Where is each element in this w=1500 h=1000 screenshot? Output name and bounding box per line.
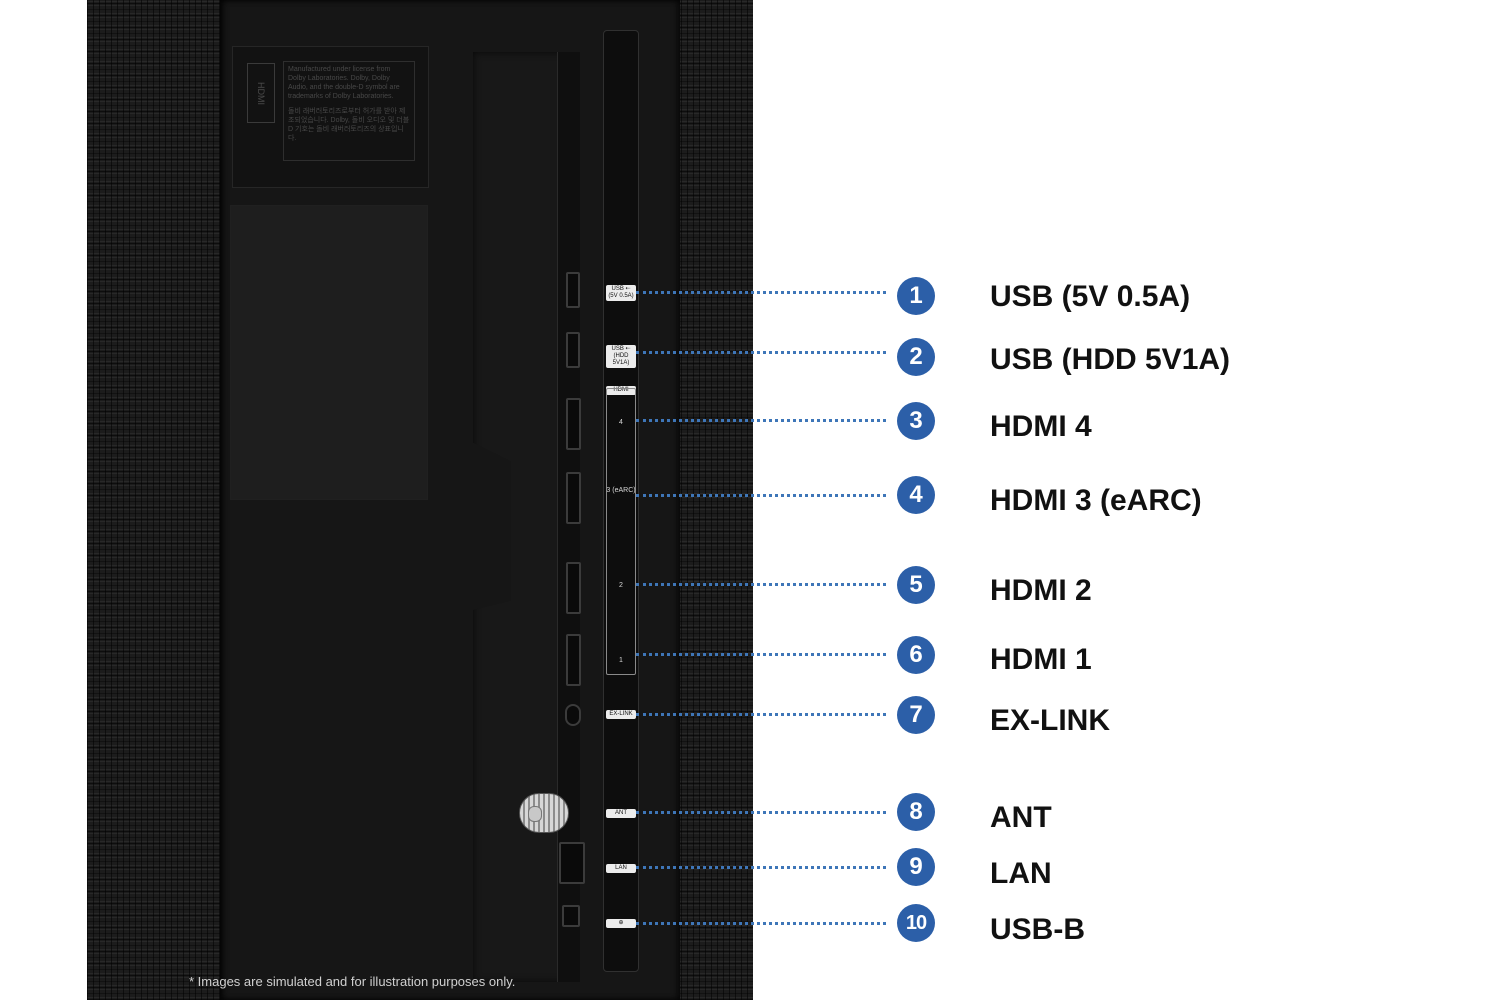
callout-badge-4: 4 [897,476,935,514]
hdmi-group-outline [606,388,636,675]
leader-line-9 [636,866,886,869]
strip-label-exlink: EX-LINK [606,710,636,719]
strip-num-hdmi-3: 3 (eARC) [606,487,636,494]
callout-badge-8: 8 [897,793,935,831]
hdmi-port-1[interactable] [566,634,581,686]
strip-label-hdmi: HDMI [606,386,636,395]
strip-num-hdmi-1: 1 [619,657,623,664]
usb-port-1[interactable] [566,272,580,308]
callout-label-usb-5v: USB (5V 0.5A) [990,280,1191,313]
license-text-english: Manufactured under license from Dolby La… [288,66,400,100]
leader-line-2 [636,351,886,354]
callout-badge-7: 7 [897,696,935,734]
callout-label-hdmi-2: HDMI 2 [990,574,1092,607]
leader-line-3 [636,419,886,422]
port-label-strip: USB ⇠ (5V 0.5A) USB ⇠ (HDD 5V1A) HDMI 4 … [603,30,639,972]
tv-rear-panel: HDMI Manufactured under license from Dol… [87,0,753,1000]
strip-label-usb-b: ⊕ [606,919,636,928]
leader-line-8 [636,811,886,814]
callout-label-hdmi-3: HDMI 3 (eARC) [990,484,1202,517]
exlink-jack[interactable] [565,704,581,726]
leader-line-5 [636,583,886,586]
leader-line-4 [636,494,886,497]
leader-line-7 [636,713,886,716]
callout-label-ant: ANT [990,801,1052,834]
callout-badge-10: 10 [897,904,935,942]
strip-label-ant: ANT [606,809,636,818]
hdmi-port-4[interactable] [566,398,581,450]
rear-certification-label: HDMI Manufactured under license from Dol… [232,46,429,188]
leader-line-6 [636,653,886,656]
leader-line-1 [636,291,886,294]
callout-badge-9: 9 [897,848,935,886]
callout-badge-6: 6 [897,636,935,674]
callout-label-hdmi-4: HDMI 4 [990,410,1092,443]
strip-label-usb-2: USB ⇠ (HDD 5V1A) [606,345,636,368]
strip-label-usb-1: USB ⇠ (5V 0.5A) [606,285,636,301]
callout-label-usb-b: USB-B [990,913,1085,946]
callout-badge-5: 5 [897,566,935,604]
leader-line-10 [636,922,886,925]
callout-label-hdmi-1: HDMI 1 [990,643,1092,676]
hdmi-port-2[interactable] [566,562,581,614]
callout-label-exlink: EX-LINK [990,704,1110,737]
antenna-coax-connector[interactable] [519,793,569,833]
mounting-pad [230,205,428,500]
strip-num-hdmi-2: 2 [619,582,623,589]
callout-label-lan: LAN [990,857,1052,890]
license-text-box: Manufactured under license from Dolby La… [283,61,415,161]
usb-port-2[interactable] [566,332,580,368]
hdmi-logo: HDMI [247,63,275,123]
callout-label-usb-hdd: USB (HDD 5V1A) [990,343,1231,376]
license-text-korean: 돌비 래버러토리즈로부터 허가를 받아 제조되었습니다. Dolby, 돌비 오… [288,108,410,142]
callout-badge-1: 1 [897,277,935,315]
usb-b-port[interactable] [562,905,580,927]
hdmi-port-3[interactable] [566,472,581,524]
disclaimer-text: * Images are simulated and for illustrat… [189,974,516,989]
callout-badge-2: 2 [897,338,935,376]
lan-port[interactable] [559,842,585,884]
coax-tip [528,806,542,822]
strip-label-lan: LAN [606,864,636,873]
callout-badge-3: 3 [897,402,935,440]
strip-num-hdmi-4: 4 [619,419,623,426]
